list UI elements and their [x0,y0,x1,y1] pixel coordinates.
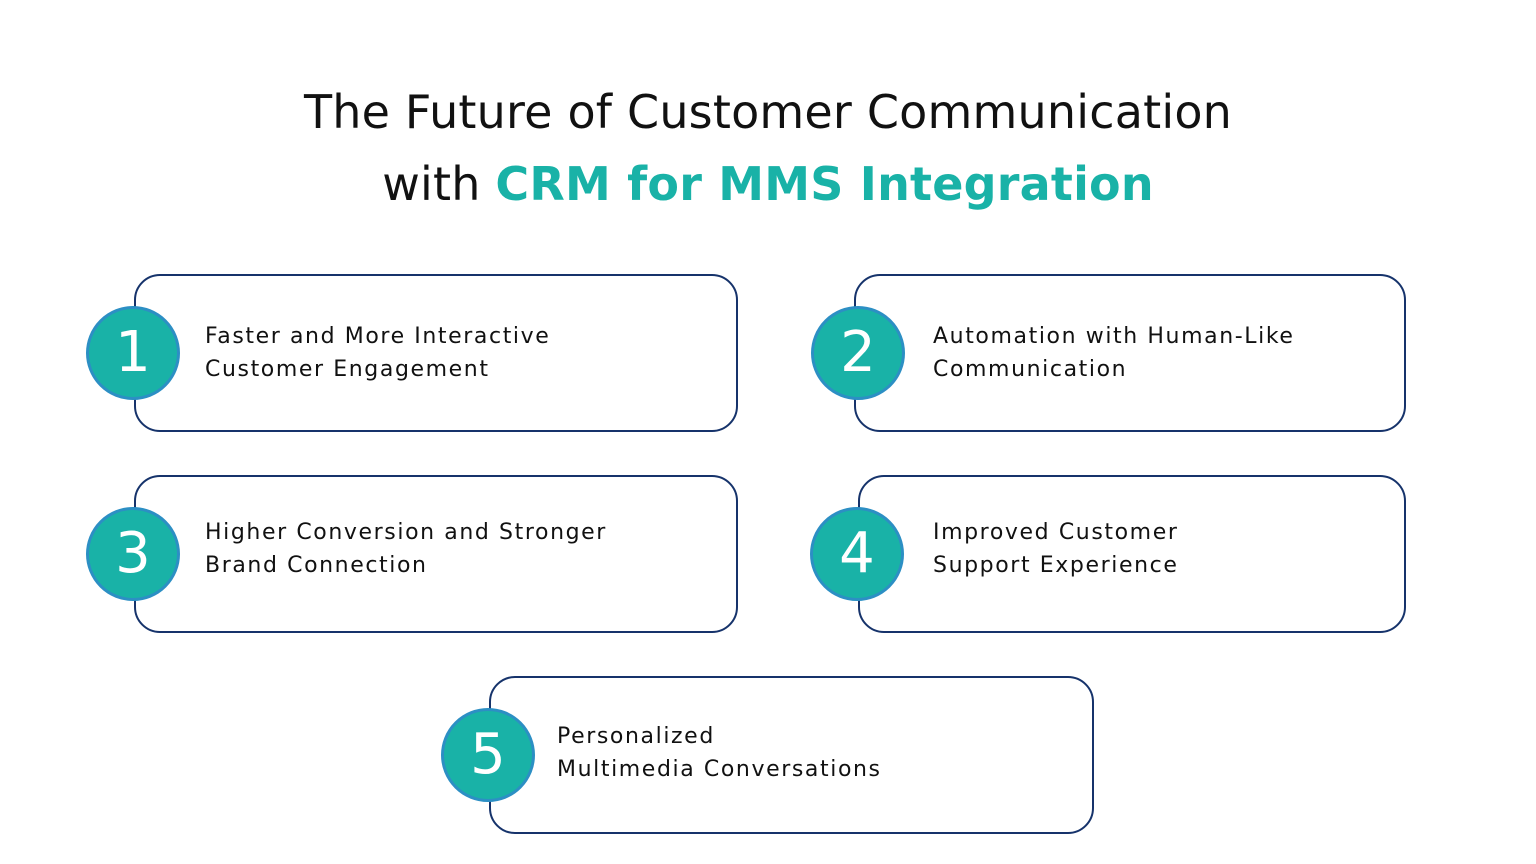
feature-text-1: Faster and More Interactive Customer Eng… [205,320,550,386]
feature-4-line-2: Support Experience [933,553,1179,578]
feature-text-5: Personalized Multimedia Conversations [557,720,882,786]
feature-card-4 [858,475,1406,633]
feature-2-line-2: Communication [933,357,1128,382]
number-badge-5: 5 [441,708,535,802]
number-badge-3: 3 [86,507,180,601]
feature-text-2: Automation with Human-Like Communication [933,320,1295,386]
number-badge-2: 2 [811,306,905,400]
feature-text-3: Higher Conversion and Stronger Brand Con… [205,516,607,582]
feature-card-3 [134,475,738,633]
feature-5-line-2: Multimedia Conversations [557,757,882,782]
page-title-line-1: The Future of Customer Communication [303,85,1233,139]
feature-1-line-1: Faster and More Interactive [205,324,551,349]
feature-card-1 [134,274,738,432]
feature-card-5 [489,676,1094,834]
page-title-prefix: with [382,157,496,211]
page-title-line-2: with CRM for MMS Integration [0,148,1536,220]
feature-text-4: Improved Customer Support Experience [933,516,1178,582]
feature-2-line-1: Automation with Human-Like [933,324,1295,349]
feature-3-line-2: Brand Connection [205,553,428,578]
feature-5-line-1: Personalized [557,724,715,749]
number-badge-1: 1 [86,306,180,400]
feature-1-line-2: Customer Engagement [205,357,490,382]
feature-card-2 [854,274,1406,432]
feature-3-line-1: Higher Conversion and Stronger [205,520,607,545]
feature-4-line-1: Improved Customer [933,520,1179,545]
page-title-highlight: CRM for MMS Integration [495,157,1154,211]
number-badge-4: 4 [810,507,904,601]
